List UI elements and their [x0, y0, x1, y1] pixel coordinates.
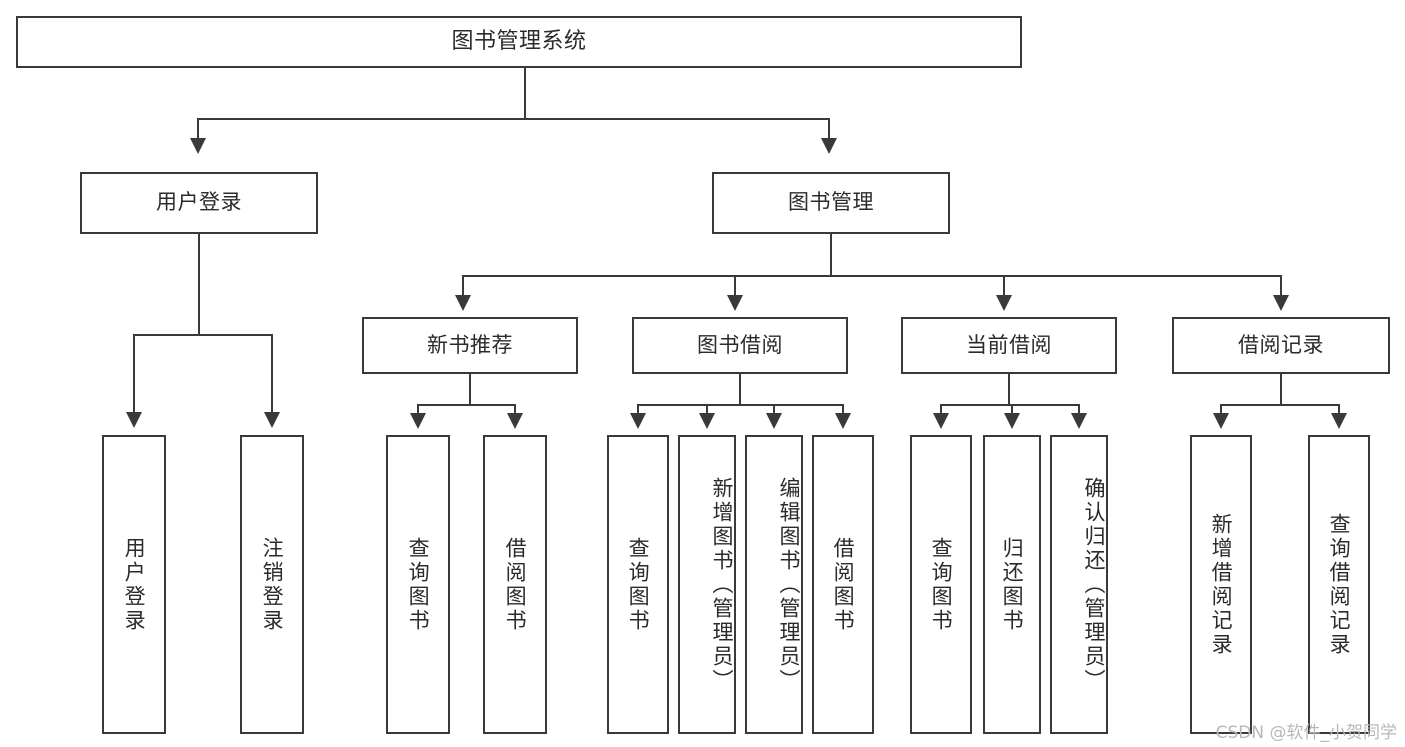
- arrowhead-to-book-mgmt: [821, 138, 837, 154]
- arrowhead-leaf-query-book-1: [410, 413, 426, 429]
- connector-newbook-stem: [469, 374, 471, 405]
- connector-currentborrow-drop-3: [1078, 404, 1080, 415]
- connector-bookmgmt-stem: [830, 234, 832, 276]
- node-user-login[interactable]: 用户登录: [80, 172, 318, 234]
- node-root-system[interactable]: 图书管理系统: [16, 16, 1022, 68]
- connector-userlogin-drop-1: [133, 334, 135, 414]
- arrowhead-leaf-return-book: [1004, 413, 1020, 429]
- connector-borrowrecord-drop-2: [1338, 404, 1340, 415]
- node-book-borrow[interactable]: 图书借阅: [632, 317, 848, 374]
- leaf-borrow-book-newbook[interactable]: 借阅图书: [483, 435, 547, 734]
- connector-root-stem: [524, 68, 526, 119]
- connector-currentborrow-bus: [940, 404, 1079, 406]
- leaf-edit-book-admin[interactable]: 编辑图书（管理员）: [745, 435, 803, 734]
- node-label: 注销登录: [260, 536, 285, 633]
- node-label: 图书借阅: [697, 332, 783, 357]
- arrowhead-leaf-query-record: [1331, 413, 1347, 429]
- node-new-book-recommend[interactable]: 新书推荐: [362, 317, 578, 374]
- arrowhead-leaf-add-book: [699, 413, 715, 429]
- node-borrow-record[interactable]: 借阅记录: [1172, 317, 1390, 374]
- node-label: 查询借阅记录: [1327, 512, 1352, 657]
- node-label: 编辑图书（管理员）: [777, 476, 801, 693]
- arrowhead-leaf-query-book-2: [630, 413, 646, 429]
- node-label: 当前借阅: [966, 332, 1052, 357]
- node-label: 用户登录: [122, 536, 147, 633]
- connector-borrowrecord-bus: [1220, 404, 1339, 406]
- connector-userlogin-drop-2: [271, 334, 273, 414]
- connector-bookmgmt-drop-2: [734, 275, 736, 297]
- node-label: 查询图书: [929, 536, 954, 633]
- connector-root-drop-1: [197, 118, 199, 140]
- arrowhead-to-user-login: [190, 138, 206, 154]
- leaf-logout[interactable]: 注销登录: [240, 435, 304, 734]
- leaf-add-borrow-record[interactable]: 新增借阅记录: [1190, 435, 1252, 734]
- arrowhead-leaf-edit-book: [766, 413, 782, 429]
- arrowhead-leaf-user-login: [126, 412, 142, 428]
- connector-userlogin-stem: [198, 234, 200, 335]
- node-label: 图书管理系统: [451, 28, 587, 54]
- node-label: 查询图书: [626, 536, 651, 633]
- connector-bookborrow-bus: [637, 404, 844, 406]
- arrowhead-leaf-confirm-return: [1071, 413, 1087, 429]
- node-label: 新书推荐: [427, 332, 513, 357]
- leaf-confirm-return-admin[interactable]: 确认归还（管理员）: [1050, 435, 1108, 734]
- arrowhead-leaf-borrow-book-1: [507, 413, 523, 429]
- arrowhead-to-borrow-record: [1273, 295, 1289, 311]
- node-label: 确认归还（管理员）: [1082, 476, 1106, 693]
- connector-bookborrow-drop-2: [706, 404, 708, 415]
- leaf-query-borrow-record[interactable]: 查询借阅记录: [1308, 435, 1370, 734]
- leaf-user-login[interactable]: 用户登录: [102, 435, 166, 734]
- connector-newbook-drop-2: [514, 404, 516, 415]
- arrowhead-to-new-book-rec: [455, 295, 471, 311]
- connector-newbook-drop-1: [417, 404, 419, 415]
- connector-currentborrow-drop-1: [940, 404, 942, 415]
- connector-bookborrow-drop-3: [773, 404, 775, 415]
- connector-borrowrecord-stem: [1280, 374, 1282, 405]
- node-label: 新增借阅记录: [1209, 512, 1234, 657]
- connector-newbook-bus: [417, 404, 515, 406]
- arrowhead-leaf-add-record: [1213, 413, 1229, 429]
- connector-bookmgmt-drop-4: [1280, 275, 1282, 297]
- leaf-query-book-newbook[interactable]: 查询图书: [386, 435, 450, 734]
- node-label: 用户登录: [156, 190, 242, 215]
- node-label: 归还图书: [1000, 536, 1025, 633]
- node-label: 新增图书（管理员）: [710, 476, 734, 693]
- node-label: 查询图书: [406, 536, 431, 633]
- arrowhead-leaf-query-book-3: [933, 413, 949, 429]
- connector-currentborrow-drop-2: [1011, 404, 1013, 415]
- leaf-borrow-book[interactable]: 借阅图书: [812, 435, 874, 734]
- connector-root-drop-2: [828, 118, 830, 140]
- connector-bookborrow-drop-4: [842, 404, 844, 415]
- connector-root-bus: [197, 118, 829, 120]
- node-label: 图书管理: [788, 190, 874, 215]
- connector-userlogin-bus: [133, 334, 272, 336]
- connector-bookborrow-drop-1: [637, 404, 639, 415]
- arrowhead-leaf-borrow-book-2: [835, 413, 851, 429]
- connector-borrowrecord-drop-1: [1220, 404, 1222, 415]
- node-book-management[interactable]: 图书管理: [712, 172, 950, 234]
- arrowhead-to-current-borrow: [996, 295, 1012, 311]
- leaf-query-book-borrow[interactable]: 查询图书: [607, 435, 669, 734]
- leaf-return-book[interactable]: 归还图书: [983, 435, 1041, 734]
- leaf-query-book-current[interactable]: 查询图书: [910, 435, 972, 734]
- connector-bookmgmt-drop-1: [462, 275, 464, 297]
- arrowhead-leaf-logout: [264, 412, 280, 428]
- leaf-add-book-admin[interactable]: 新增图书（管理员）: [678, 435, 736, 734]
- connector-bookmgmt-bus: [462, 275, 1282, 277]
- connector-bookmgmt-drop-3: [1003, 275, 1005, 297]
- arrowhead-to-book-borrow: [727, 295, 743, 311]
- node-label: 借阅记录: [1238, 332, 1324, 357]
- node-label: 借阅图书: [503, 536, 528, 633]
- node-label: 借阅图书: [831, 536, 856, 633]
- connector-bookborrow-stem: [739, 374, 741, 405]
- connector-currentborrow-stem: [1008, 374, 1010, 405]
- csdn-watermark: CSDN @软件_小贺同学: [1215, 723, 1397, 743]
- node-current-borrow[interactable]: 当前借阅: [901, 317, 1117, 374]
